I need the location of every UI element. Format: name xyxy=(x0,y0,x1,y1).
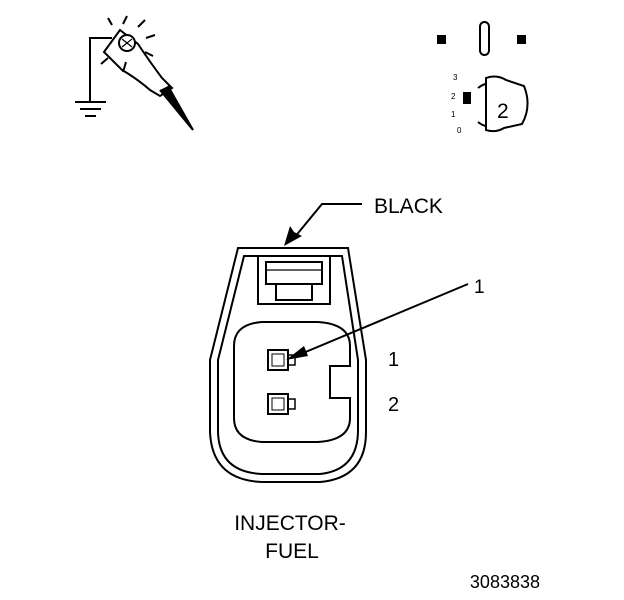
wire-color-callout: BLACK xyxy=(284,195,443,246)
test-light-probe-icon xyxy=(75,15,194,131)
connector-latch xyxy=(257,255,331,305)
terminal-face xyxy=(233,321,351,443)
light-rays xyxy=(100,15,156,73)
terminal-callout: 1 xyxy=(286,277,485,360)
ground-symbol-icon xyxy=(75,101,106,117)
connector-body xyxy=(209,247,367,483)
ignition-switch-icon: 2 3 2 1 0 xyxy=(437,21,529,135)
figure-id: 3083838 xyxy=(470,572,540,592)
wire-color-label: BLACK xyxy=(374,195,443,218)
ignition-scale-3: 3 xyxy=(453,73,458,82)
pin-number-1: 1 xyxy=(388,349,399,371)
terminal-callout-number: 1 xyxy=(474,277,485,298)
terminal-pin-1 xyxy=(267,349,296,371)
pin-number-2: 2 xyxy=(388,394,399,416)
ignition-scale-0: 0 xyxy=(457,126,462,135)
ignition-scale-2: 2 xyxy=(451,92,456,101)
component-name-line2: FUEL xyxy=(265,540,319,563)
ignition-position-label: 2 xyxy=(497,100,509,123)
ignition-scale-1: 1 xyxy=(451,110,456,119)
component-name-line1: INJECTOR- xyxy=(234,512,346,535)
terminal-pin-2 xyxy=(267,393,296,415)
